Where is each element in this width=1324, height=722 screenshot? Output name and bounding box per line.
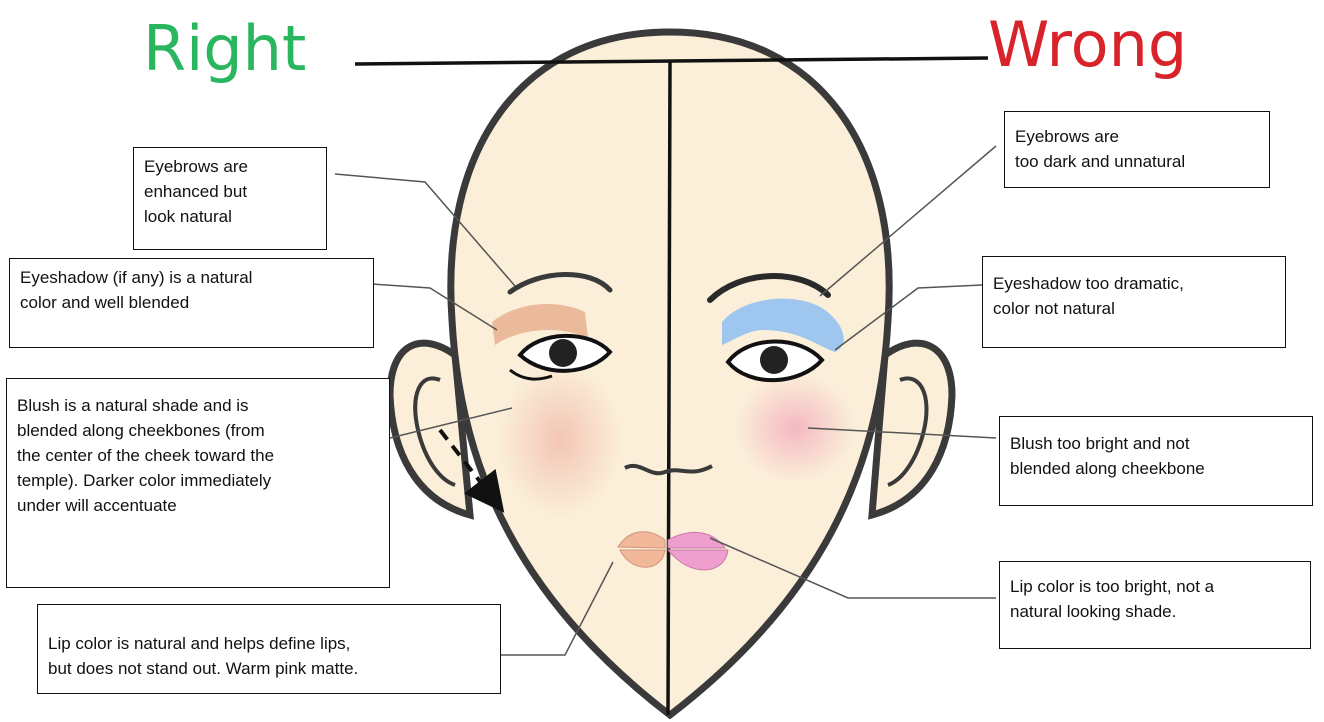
left-lips-note: Lip color is natural and helps define li… bbox=[37, 604, 501, 694]
right-iris bbox=[760, 346, 788, 374]
left-eyebrows-note: Eyebrows are enhanced but look natural bbox=[133, 147, 327, 250]
wrong-heading: Wrong bbox=[988, 14, 1187, 76]
left-blush-note: Blush is a natural shade and is blended … bbox=[6, 378, 390, 588]
right-heading: Right bbox=[143, 18, 306, 80]
right-eyebrows-note: Eyebrows are too dark and unnatural bbox=[1004, 111, 1270, 188]
natural-blush bbox=[498, 362, 622, 518]
left-eyeshadow-note: Eyeshadow (if any) is a natural color an… bbox=[9, 258, 374, 348]
center-divider bbox=[668, 62, 670, 715]
right-blush-note: Blush too bright and not blended along c… bbox=[999, 416, 1313, 506]
left-iris bbox=[549, 339, 577, 367]
right-eyeshadow-note: Eyeshadow too dramatic, color not natura… bbox=[982, 256, 1286, 348]
right-lips-note: Lip color is too bright, not a natural l… bbox=[999, 561, 1311, 649]
bright-blush bbox=[735, 373, 855, 483]
